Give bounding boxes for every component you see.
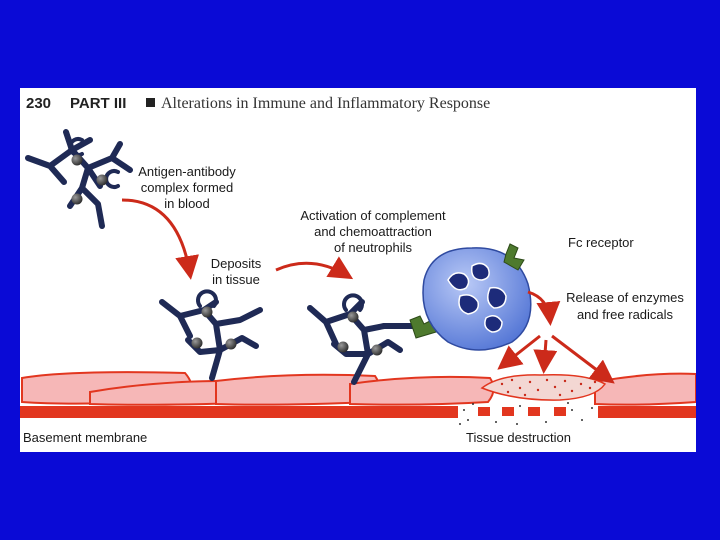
label-release: Release of enzymes and free radicals (566, 290, 684, 322)
arrow-release-right (551, 334, 615, 384)
membrane-fragments (478, 407, 566, 416)
arrow-deposit (121, 198, 199, 280)
label-release-line-1: Release of enzymes (566, 290, 684, 305)
label-deposits-line-1: Deposits (211, 256, 262, 271)
label-tissue-destruction: Tissue destruction (466, 430, 571, 445)
neutrophil (422, 243, 532, 351)
figure-panel: 230 PART III Alterations in Immune and I… (20, 88, 696, 452)
tissue-cell (594, 372, 696, 406)
arrows (121, 198, 615, 384)
label-activation-line-2: and chemoattraction (314, 224, 432, 239)
label-activation: Activation of complement and chemoattrac… (300, 208, 446, 255)
label-release-line-2: and free radicals (577, 307, 674, 322)
chapter-title: Alterations in Immune and Inflammatory R… (161, 95, 490, 112)
fc-receptor-icon (503, 243, 525, 271)
antigen (71, 154, 83, 166)
arrow-release-center (533, 339, 558, 374)
header: 230 PART III Alterations in Immune and I… (26, 95, 490, 112)
label-complex-line-3: in blood (164, 196, 210, 211)
label-fc-receptor: Fc receptor (568, 235, 634, 250)
antigen (225, 338, 237, 350)
page-number: 230 (26, 95, 51, 112)
label-basement-membrane: Basement membrane (23, 430, 147, 445)
antigen (71, 193, 83, 205)
antigen (191, 337, 203, 349)
label-complex-line-1: Antigen-antibody (138, 164, 236, 179)
antigen (347, 311, 359, 323)
damaged-tissue (480, 373, 607, 401)
header-square-icon (146, 98, 155, 107)
tissue-cell (349, 375, 495, 406)
label-activation-line-1: Activation of complement (300, 208, 446, 223)
deposited-complex (159, 289, 263, 381)
destruction-debris (459, 402, 593, 425)
label-deposits: Deposits in tissue (211, 256, 262, 287)
label-deposits-line-2: in tissue (212, 272, 260, 287)
label-complex-line-2: complex formed (141, 180, 233, 195)
antigen (201, 306, 213, 318)
label-complex: Antigen-antibody complex formed in blood (138, 164, 236, 211)
tissue-layer (20, 371, 696, 425)
arrow-release (527, 290, 561, 326)
antigen-antibody-complex (25, 129, 133, 229)
antigen (337, 341, 349, 353)
neutrophil-nucleus (447, 262, 507, 333)
arrow-release-left (497, 334, 541, 370)
arrow-activation (275, 256, 354, 280)
immune-complex-diagram: 230 PART III Alterations in Immune and I… (20, 95, 696, 445)
antigen (371, 344, 383, 356)
part-label: PART III (70, 95, 126, 112)
antigen (96, 174, 108, 186)
label-activation-line-3: of neutrophils (334, 240, 413, 255)
activating-complex (307, 293, 417, 385)
